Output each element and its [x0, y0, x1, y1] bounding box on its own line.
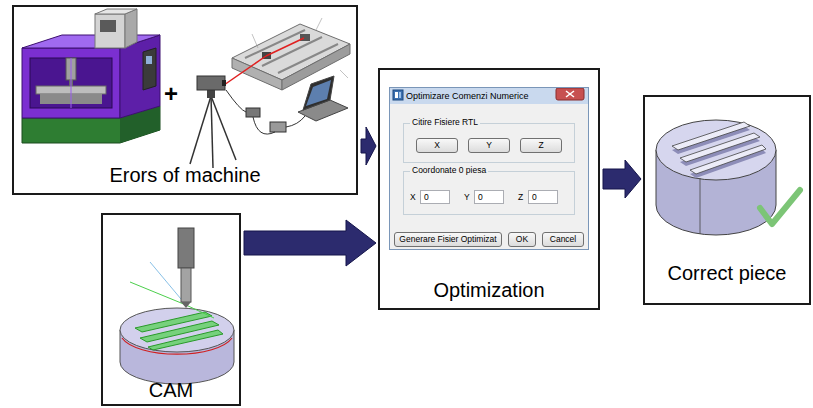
laser-interferometer-part: [266, 38, 304, 56]
cnc-machine-part: [71, 58, 72, 108]
dialog-button: Y: [468, 138, 510, 153]
button-label: OK: [516, 234, 528, 245]
field-label: Z: [518, 192, 523, 203]
laser-interferometer-part: [270, 122, 286, 132]
laser-interferometer-part: [246, 108, 260, 117]
laser-interferometer-part: [306, 80, 331, 106]
figure-panel: Correct piece: [643, 95, 811, 305]
dialog-button: OK: [508, 232, 536, 247]
laser-interferometer-part: [252, 34, 258, 48]
laser-interferometer-part: [340, 70, 348, 78]
field-value: 0: [532, 192, 537, 203]
dialog-frame-part: [566, 91, 574, 97]
laser-interferometer-part: [278, 44, 338, 73]
field-label: Y: [464, 192, 470, 203]
dialog-title: Optimizare Comenzi Numerice: [406, 90, 529, 102]
dialog-frame-part: [399, 92, 401, 98]
laser-interferometer-part: [286, 116, 305, 127]
panel-caption: Erors of machine: [14, 163, 356, 187]
laser-interferometer: [190, 18, 350, 168]
laser-interferometer-part: [211, 96, 236, 160]
plus-sign: +: [164, 80, 178, 108]
block-arrow: [361, 127, 376, 165]
laser-interferometer-part: [211, 96, 213, 168]
dialog-window: Optimizare Comenzi NumericeCitire Fisier…: [389, 87, 589, 250]
input-field: Y0: [474, 190, 504, 204]
field-label: X: [410, 192, 416, 203]
cam-toolpath-part: [181, 302, 191, 308]
group-label: Citire Fisiere RTL: [410, 117, 480, 128]
laser-interferometer-part: [262, 37, 322, 66]
dialog-frame-part: [395, 92, 398, 98]
button-label: Y: [486, 140, 492, 151]
panel-caption: Correct piece: [645, 261, 809, 285]
dialog-button: Cancel: [542, 232, 584, 247]
laser-interferometer-part: [245, 30, 305, 58]
cam-toolpath-part: [181, 268, 191, 302]
cam-toolpath-part: [186, 305, 214, 318]
cnc-machine-part: [95, 14, 125, 48]
laser-interferometer-part: [207, 90, 215, 98]
group-box: Citire Fisiere RTLXYZ: [403, 123, 575, 163]
cam-toolpath-part: [178, 228, 194, 268]
finished-piece-part: [656, 120, 776, 180]
finished-piece: [656, 120, 800, 235]
input-field: Z0: [528, 190, 558, 204]
cnc-machine-part: [30, 58, 112, 108]
finished-piece-part: [690, 145, 766, 174]
dialog-frame-part: [389, 87, 589, 250]
cnc-machine-part: [95, 9, 137, 14]
field-value: 0: [478, 192, 483, 203]
button-label: X: [434, 140, 440, 151]
cnc-machine-part: [22, 35, 160, 48]
dialog-frame-part: [393, 90, 403, 100]
laser-interferometer-part: [224, 56, 266, 85]
cnc-machine-part: [125, 9, 137, 48]
laser-interferometer-part: [316, 18, 322, 30]
field-value: 0: [424, 192, 429, 203]
dialog-frame-part: [556, 88, 584, 100]
cnc-machine: [22, 9, 160, 143]
cam-toolpath: [120, 228, 234, 384]
panel-caption: Optimization: [380, 278, 598, 302]
laser-interferometer-part: [253, 117, 275, 134]
button-label: Cancel: [550, 234, 576, 245]
dialog-button: X: [416, 138, 458, 153]
button-label: Z: [538, 140, 543, 151]
block-arrow: [603, 160, 641, 198]
group-box: Coordonate 0 piesaX0Y0Z0: [403, 171, 575, 215]
dialog-frame-part: [390, 88, 588, 104]
finished-piece-part: [760, 190, 800, 224]
figure-panel: CAM: [101, 213, 241, 406]
panel-caption: CAM: [103, 378, 239, 402]
input-field: X0: [420, 190, 450, 204]
cam-toolpath-part: [120, 308, 234, 352]
cam-toolpath-part: [130, 282, 186, 305]
cnc-machine-part: [100, 20, 116, 32]
laser-interferometer-part: [197, 76, 225, 90]
laser-interferometer-part: [303, 76, 334, 110]
dialog-frame-part: [566, 91, 574, 97]
figure-panel: Erors of machine: [12, 5, 358, 195]
group-label: Coordonate 0 piesa: [410, 165, 488, 176]
finished-piece-part: [700, 178, 701, 234]
laser-interferometer-part: [226, 90, 246, 112]
laser-interferometer-part: [222, 80, 226, 86]
cam-toolpath-part: [148, 330, 223, 350]
dialog-frame: [389, 87, 589, 250]
dialog-button: Z: [520, 138, 562, 153]
figure-panel: Optimization Optimizare Comenzi NumericeC…: [378, 68, 600, 310]
cnc-machine-part: [146, 56, 152, 64]
cnc-machine-part: [143, 48, 156, 90]
cnc-machine-part: [22, 48, 120, 118]
laser-interferometer-part: [190, 96, 211, 164]
dialog-button: Generare Fisier Optimizat: [394, 232, 502, 247]
block-arrow: [244, 220, 376, 266]
button-label: Generare Fisier Optimizat: [399, 234, 496, 245]
